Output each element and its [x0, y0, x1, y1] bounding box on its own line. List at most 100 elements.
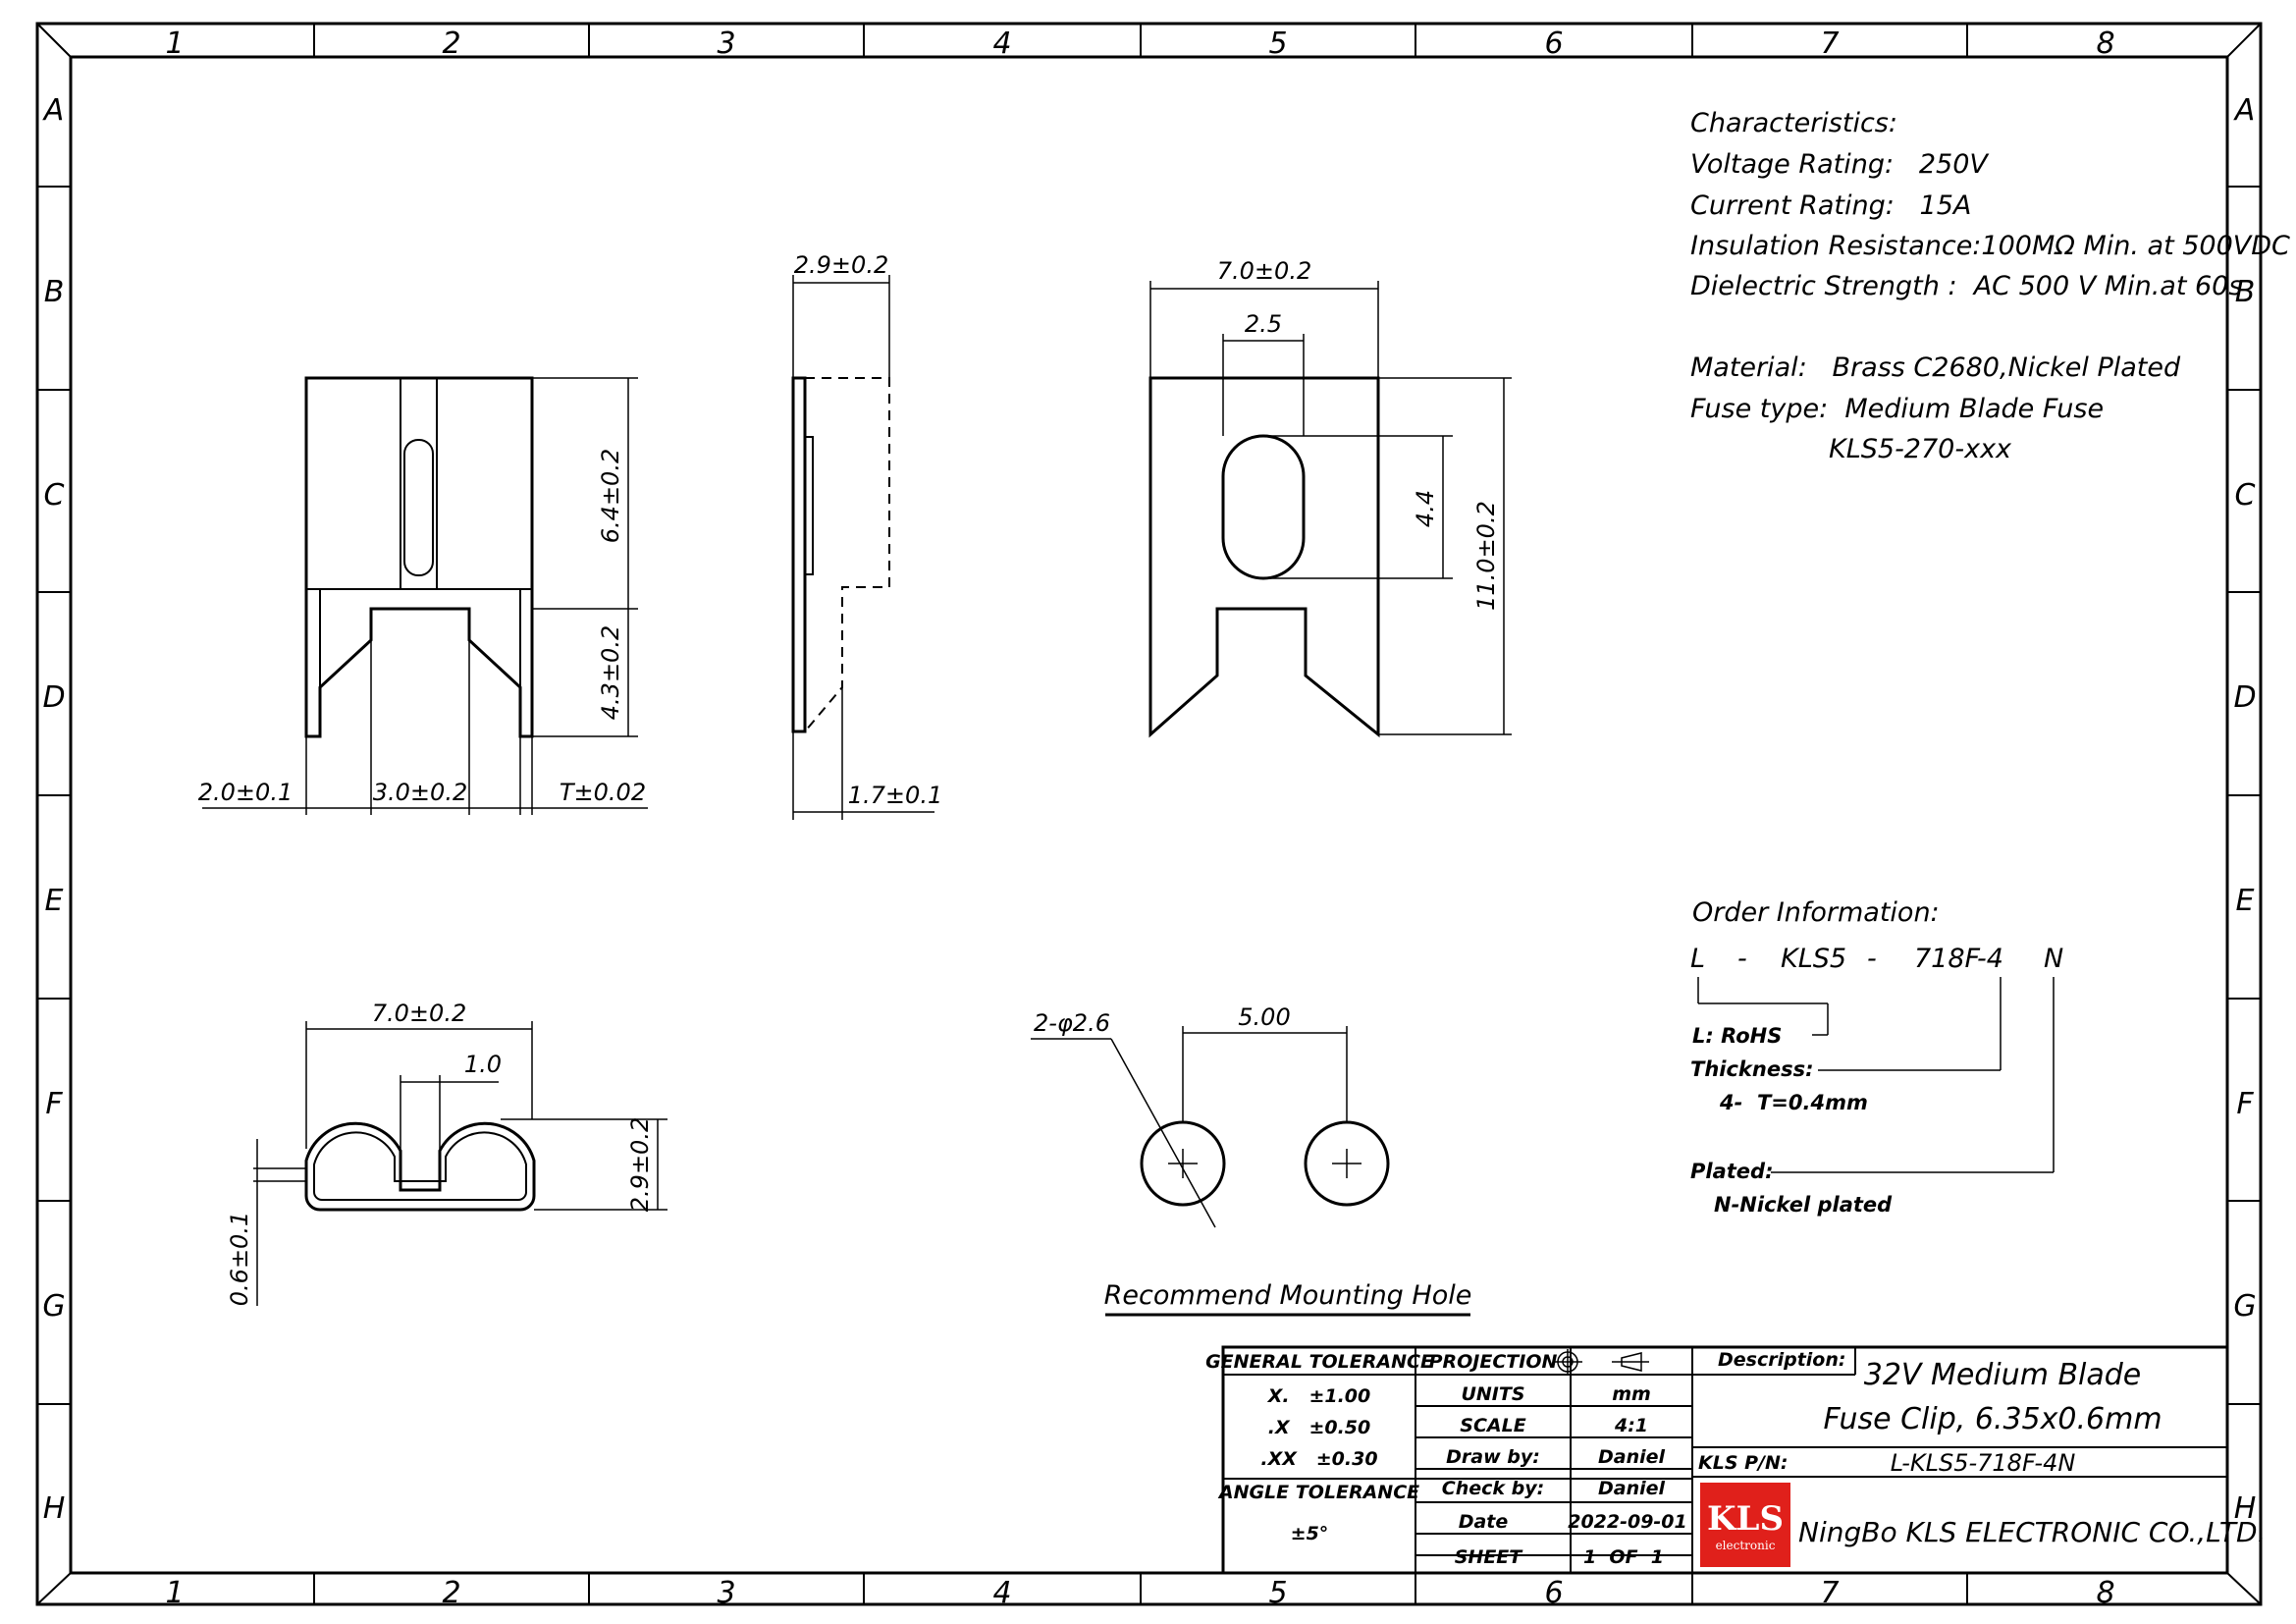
- characteristics-heading: Characteristics:: [1690, 108, 1897, 138]
- dim-top-height: 2.9±0.2: [626, 1117, 654, 1212]
- sheet-label: SHEET: [1455, 1546, 1524, 1568]
- date-value: 2022-09-01: [1568, 1511, 1687, 1533]
- right-view: 7.0±0.2 2.5 4.4 11.0±0.2: [1148, 257, 1512, 738]
- date-label: Date: [1459, 1511, 1509, 1533]
- drawing-frame: 1 2 3 4 5 6 7 8 1 2 3 4 5 6 7 8 A B C D …: [35, 22, 2263, 1610]
- svg-text:electronic: electronic: [1716, 1539, 1776, 1552]
- col-label: 6: [1544, 1576, 1563, 1610]
- row-label: B: [44, 275, 65, 309]
- row-label: E: [45, 884, 64, 918]
- tolerance-x: X. ±1.00: [1267, 1385, 1371, 1407]
- row-label: C: [44, 478, 65, 513]
- col-label: 3: [717, 1576, 735, 1610]
- col-label: 4: [992, 27, 1011, 61]
- tolerance-xx: .X ±0.50: [1268, 1417, 1371, 1438]
- part-number-value: L-KLS5-718F-4N: [1891, 1449, 2076, 1477]
- order-code-part: KLS5: [1781, 944, 1846, 974]
- dim-top-gap: 1.0: [464, 1051, 502, 1078]
- col-label: 2: [442, 1576, 460, 1610]
- dim-front-slot: 3.0±0.2: [373, 779, 467, 806]
- col-label: 7: [1820, 27, 1839, 61]
- svg-text:KLS: KLS: [1707, 1499, 1784, 1539]
- description-line-1: 32V Medium Blade: [1864, 1358, 2142, 1392]
- row-label: A: [42, 93, 65, 128]
- kls-logo: KLS electronic: [1700, 1483, 1790, 1567]
- row-label: G: [42, 1289, 65, 1324]
- angle-tolerance-value: ±5°: [1291, 1523, 1329, 1544]
- part-number-label: KLS P/N:: [1698, 1452, 1789, 1474]
- top-view: 7.0±0.2 1.0 2.9±0.2 0.6±0.1: [226, 1000, 667, 1306]
- row-label: H: [2234, 1491, 2257, 1526]
- row-label: D: [42, 680, 65, 715]
- angle-tolerance-label: ANGLE TOLERANCE: [1217, 1482, 1419, 1503]
- fuse-model: KLS5-270-xxx: [1829, 434, 2012, 464]
- sheet-value: 1 OF 1: [1583, 1546, 1664, 1568]
- dim-front-height-top: 6.4±0.2: [597, 449, 624, 543]
- dim-right-width: 7.0±0.2: [1217, 257, 1311, 285]
- tolerance-xxx: .XX ±0.30: [1260, 1448, 1377, 1470]
- units-label: UNITS: [1461, 1383, 1524, 1405]
- row-label: C: [2235, 478, 2256, 513]
- dim-side-bottom: 1.7±0.1: [848, 782, 942, 809]
- current-rating: Current Rating: 15A: [1690, 190, 1971, 221]
- dielectric-strength: Dielectric Strength : AC 500 V Min.at 60…: [1690, 271, 2242, 301]
- projection-label: PROJECTION: [1429, 1351, 1558, 1373]
- row-label: E: [2236, 884, 2255, 918]
- characteristics-block: Characteristics: Voltage Rating: 250V Cu…: [1690, 108, 2290, 464]
- row-label: H: [43, 1491, 66, 1526]
- col-label: 8: [2096, 27, 2114, 61]
- check-by-value: Daniel: [1598, 1478, 1666, 1499]
- mounting-title: Recommend Mounting Hole: [1104, 1280, 1472, 1311]
- row-label: D: [2233, 680, 2256, 715]
- title-block: GENERAL TOLERANCE X. ±1.00 .X ±0.50 .XX …: [1205, 1345, 2266, 1575]
- order-plated-value: N-Nickel plated: [1714, 1193, 1893, 1217]
- order-code-part: 718F: [1914, 944, 1981, 974]
- order-rohs: L: RoHS: [1692, 1024, 1782, 1048]
- draw-by-value: Daniel: [1598, 1446, 1666, 1468]
- description-line-2: Fuse Clip, 6.35x0.6mm: [1823, 1402, 2162, 1436]
- description-label: Description:: [1718, 1349, 1846, 1371]
- front-view: 6.4±0.2 4.3±0.2 2.0±0.1 3.0±0.2 T±0.02: [198, 376, 648, 815]
- dim-front-thickness: T±0.02: [560, 779, 646, 806]
- scale-label: SCALE: [1460, 1415, 1525, 1436]
- material: Material: Brass C2680,Nickel Plated: [1690, 352, 2181, 383]
- order-code-part: N: [2044, 944, 2063, 974]
- order-code-part: -: [1867, 944, 1877, 974]
- order-thickness-value: 4- T=0.4mm: [1719, 1091, 1868, 1114]
- col-label: 3: [717, 27, 735, 61]
- mounting-holes: 2-φ2.6 5.00 Recommend Mounting Hole: [1031, 1003, 1472, 1317]
- scale-value: 4:1: [1614, 1415, 1648, 1436]
- order-code-part: -: [1737, 944, 1747, 974]
- order-plated-label: Plated:: [1690, 1160, 1773, 1183]
- order-information: Order Information: L - KLS5 - 718F -4 N …: [1690, 897, 2063, 1217]
- col-label: 1: [165, 1576, 184, 1610]
- dim-hole-diameter: 2-φ2.6: [1034, 1009, 1110, 1037]
- projection-symbol-icon: [1553, 1349, 1649, 1375]
- col-label: 5: [1268, 27, 1287, 61]
- check-by-label: Check by:: [1442, 1478, 1544, 1499]
- order-thickness-label: Thickness:: [1690, 1057, 1813, 1081]
- order-code-part: -4: [1977, 944, 2003, 974]
- dim-right-height: 11.0±0.2: [1472, 501, 1500, 611]
- company-name: NingBo KLS ELECTRONIC CO.,LTD.: [1798, 1516, 2266, 1548]
- general-tolerance-label: GENERAL TOLERANCE: [1205, 1351, 1433, 1373]
- draw-by-label: Draw by:: [1446, 1446, 1540, 1468]
- row-label: F: [2236, 1087, 2254, 1121]
- col-label: 7: [1820, 1576, 1839, 1610]
- dim-top-width: 7.0±0.2: [372, 1000, 466, 1027]
- col-label: 4: [992, 1576, 1011, 1610]
- col-label: 8: [2096, 1576, 2114, 1610]
- fuse-type: Fuse type: Medium Blade Fuse: [1690, 394, 2104, 424]
- col-label: 2: [442, 27, 460, 61]
- dim-top-thickness: 0.6±0.1: [226, 1212, 253, 1306]
- dim-side-width: 2.9±0.2: [794, 251, 888, 279]
- units-value: mm: [1612, 1383, 1651, 1405]
- dim-right-slot: 2.5: [1245, 310, 1282, 338]
- dim-front-left: 2.0±0.1: [198, 779, 293, 806]
- order-heading: Order Information:: [1692, 897, 1940, 928]
- order-code-part: L: [1690, 944, 1705, 974]
- col-label: 5: [1268, 1576, 1287, 1610]
- side-view: 2.9±0.2 1.7±0.1: [791, 251, 942, 820]
- row-label: A: [2233, 93, 2256, 128]
